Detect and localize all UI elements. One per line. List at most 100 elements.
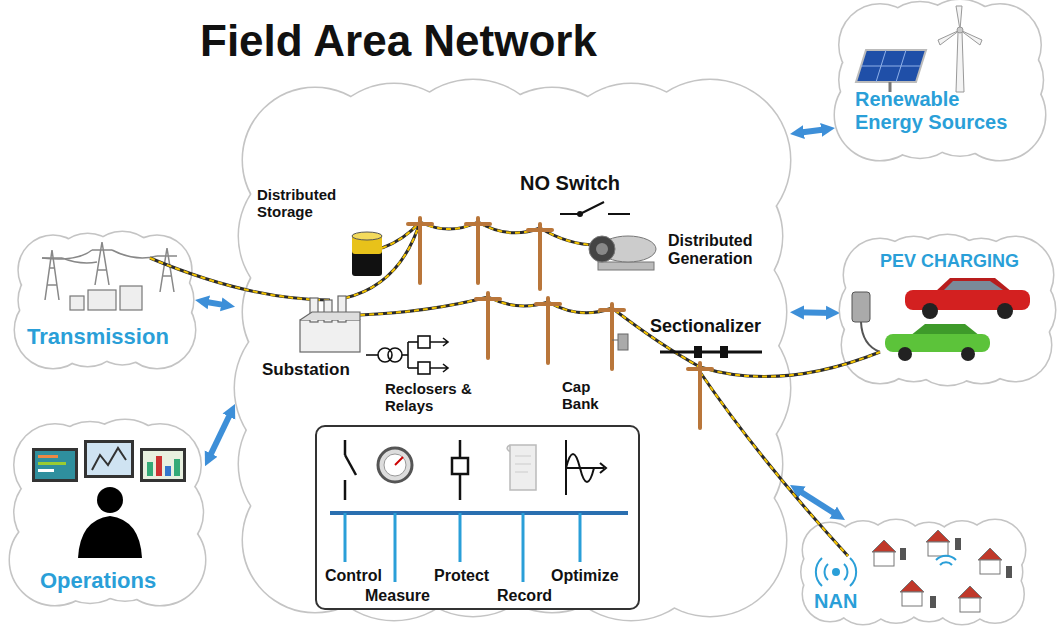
transmission-towers xyxy=(157,248,177,292)
power-line xyxy=(382,222,420,248)
transmission-substation xyxy=(70,286,142,310)
transmission-substation xyxy=(120,286,142,310)
label-slot: Distributed Generation xyxy=(668,232,773,269)
recloser-relay-symbol xyxy=(366,354,378,356)
smart-meters xyxy=(900,548,906,560)
utility-pole xyxy=(536,298,560,363)
utility-pole xyxy=(546,298,550,363)
power-line xyxy=(360,297,700,367)
power-line xyxy=(150,258,330,300)
transmission-towers xyxy=(42,242,177,300)
recloser-relay-symbol xyxy=(388,348,402,362)
label-slot: Distributed Storage xyxy=(257,186,357,221)
wireless-signal xyxy=(816,556,956,586)
control-box-icons xyxy=(344,440,347,455)
wireless-signal xyxy=(816,558,856,586)
label-slot: NO Switch xyxy=(520,172,620,195)
wireless-signal xyxy=(936,556,956,565)
utility-pole xyxy=(688,363,712,428)
green-car xyxy=(898,347,912,361)
component-label: Reclosers & Relays xyxy=(385,380,475,415)
power-line xyxy=(700,372,848,556)
operator-monitors xyxy=(92,448,126,470)
link-arrow xyxy=(797,309,833,316)
power-line xyxy=(345,222,420,298)
cloud-outline xyxy=(235,80,790,620)
smart-meters xyxy=(900,538,1012,608)
control-box-icons xyxy=(566,467,604,469)
houses xyxy=(960,598,980,612)
utility-pole xyxy=(536,302,560,306)
function-label: Measure xyxy=(365,587,430,605)
power-line xyxy=(345,222,420,298)
operator-figure xyxy=(97,487,123,513)
wind-turbine xyxy=(938,30,960,45)
green-car xyxy=(961,347,975,361)
cloud-outline xyxy=(15,472,96,553)
operator-monitors xyxy=(147,462,153,476)
wind-turbine xyxy=(956,32,964,92)
solar-panel xyxy=(889,82,892,92)
text-slot: Record xyxy=(497,587,552,605)
operator-monitors xyxy=(32,448,78,482)
operator-monitors xyxy=(156,456,162,476)
battery-storage xyxy=(352,232,382,276)
power-line xyxy=(700,352,880,377)
smart-meters xyxy=(955,538,961,550)
link-arrow xyxy=(796,489,839,516)
substation-building xyxy=(300,312,360,320)
component-label: Substation xyxy=(262,360,350,380)
cloud-outline xyxy=(235,80,790,620)
cloud-outline xyxy=(10,420,205,605)
control-box-icons xyxy=(459,440,462,500)
label-slot: Cap Bank xyxy=(562,378,610,413)
nan-cloud: NAN xyxy=(800,520,1025,624)
capacitor-bank xyxy=(618,334,628,350)
wind-turbine xyxy=(956,6,962,30)
utility-pole xyxy=(486,293,490,358)
recloser-relay-symbol xyxy=(366,336,448,374)
transmission-towers xyxy=(92,242,112,285)
recloser-relay-symbol xyxy=(378,348,392,362)
operator-monitors xyxy=(38,455,58,458)
text-slot: PEV CHARGING xyxy=(880,251,1019,272)
control-box-icons xyxy=(507,445,536,490)
solar-panel xyxy=(856,50,926,82)
utility-pole xyxy=(408,218,712,428)
utility-pole xyxy=(408,218,432,283)
houses xyxy=(900,580,924,592)
label-slot: Sectionalizer xyxy=(650,316,761,337)
cloud-outline xyxy=(835,0,1045,160)
distributed-generator xyxy=(598,262,654,270)
control-box-icons xyxy=(344,480,347,500)
power-line xyxy=(150,222,880,556)
pev-cloud: PEV CHARGING xyxy=(840,235,1055,385)
cloud-label: Renewable Energy Sources xyxy=(855,88,1030,134)
smart-meters xyxy=(930,596,936,608)
substation-building xyxy=(324,300,332,322)
utility-pole xyxy=(528,224,552,289)
recloser-relay-symbol xyxy=(430,338,448,372)
diagram-title: Field Area Network xyxy=(200,16,597,67)
text-slot: Protect xyxy=(434,567,489,585)
link-arrow xyxy=(797,129,828,133)
utility-pole xyxy=(418,218,422,283)
operator-monitors xyxy=(38,462,66,465)
power-line xyxy=(420,222,600,245)
function-label: Optimize xyxy=(551,567,619,585)
houses xyxy=(978,548,1002,560)
component-label: Distributed Generation xyxy=(668,232,773,269)
transmission-towers xyxy=(42,250,62,300)
utility-pole xyxy=(528,228,552,232)
cloud-outline xyxy=(840,270,920,350)
cloud-label: PEV CHARGING xyxy=(880,251,1019,272)
wireless-signal xyxy=(825,564,848,580)
capacitor-bank xyxy=(612,334,628,350)
cloud-outline xyxy=(19,266,87,334)
recloser-relay-symbol xyxy=(402,354,408,356)
substation-building xyxy=(338,296,346,322)
utility-pole xyxy=(538,224,542,289)
power-line xyxy=(360,297,700,367)
operator-figure xyxy=(78,487,142,558)
